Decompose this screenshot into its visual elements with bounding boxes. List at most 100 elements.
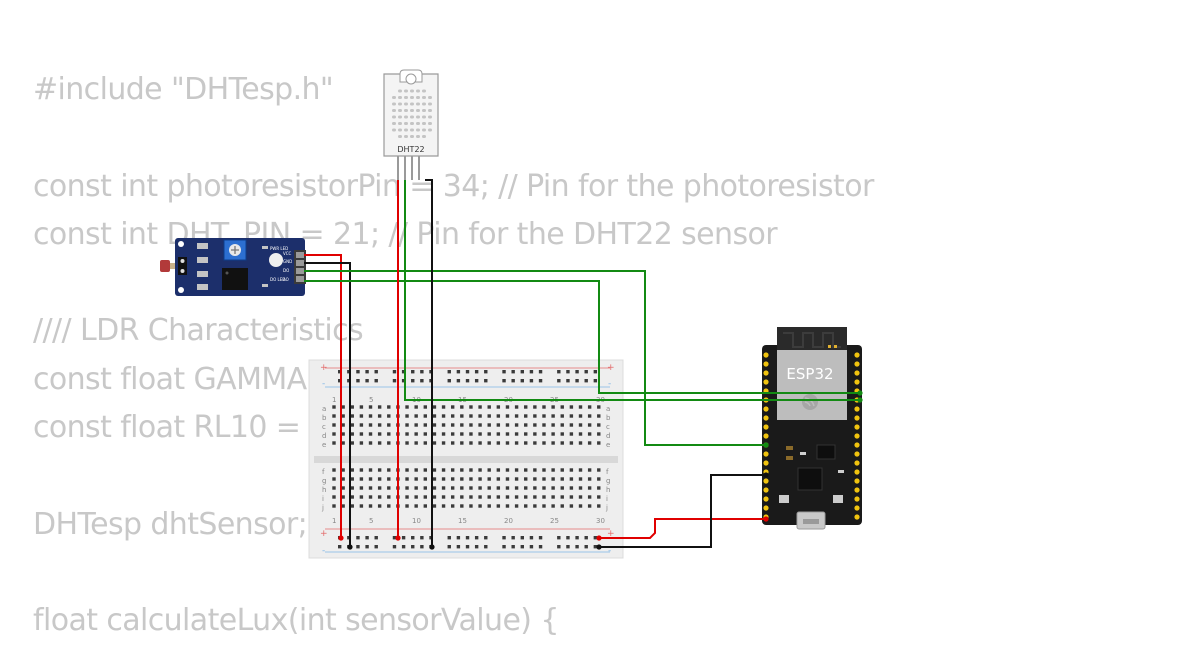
breadboard-hole[interactable] xyxy=(487,468,491,472)
breadboard-hole[interactable] xyxy=(332,414,336,418)
breadboard-hole[interactable] xyxy=(377,468,382,472)
breadboard-hole[interactable] xyxy=(524,432,528,436)
top-rail-hole[interactable] xyxy=(584,370,588,374)
breadboard-hole[interactable] xyxy=(569,486,574,490)
breadboard-hole[interactable] xyxy=(514,441,519,445)
breadboard-hole[interactable] xyxy=(432,504,437,508)
breadboard-hole[interactable] xyxy=(414,441,418,445)
breadboard-hole[interactable] xyxy=(405,495,409,499)
breadboard-hole[interactable] xyxy=(569,495,574,499)
breadboard-hole[interactable] xyxy=(405,432,409,436)
breadboard-hole[interactable] xyxy=(405,441,409,445)
breadboard-hole[interactable] xyxy=(377,486,382,490)
breadboard-hole[interactable] xyxy=(432,414,437,418)
breadboard-hole[interactable] xyxy=(332,504,336,508)
breadboard-hole[interactable] xyxy=(551,468,555,472)
breadboard-hole[interactable] xyxy=(496,414,501,418)
bottom-rail-hole[interactable] xyxy=(502,536,506,540)
breadboard-hole[interactable] xyxy=(478,495,482,499)
bottom-rail-hole[interactable] xyxy=(529,536,534,540)
top-rail-hole[interactable] xyxy=(356,370,360,374)
breadboard-hole[interactable] xyxy=(377,405,382,409)
breadboard-hole[interactable] xyxy=(597,423,601,427)
breadboard-hole[interactable] xyxy=(560,504,564,508)
bottom-rail-hole[interactable] xyxy=(484,536,488,540)
breadboard-hole[interactable] xyxy=(450,405,455,409)
bottom-rail-hole[interactable] xyxy=(566,536,570,540)
breadboard-hole[interactable] xyxy=(587,414,592,418)
esp32-pin-right[interactable] xyxy=(854,406,860,412)
breadboard-hole[interactable] xyxy=(587,486,592,490)
bottom-rail-hole[interactable] xyxy=(456,545,461,549)
bottom-rail-hole[interactable] xyxy=(575,536,579,540)
breadboard-hole[interactable] xyxy=(450,423,455,427)
esp32-pin-left[interactable] xyxy=(763,370,769,376)
breadboard-hole[interactable] xyxy=(359,414,364,418)
breadboard-hole[interactable] xyxy=(414,495,418,499)
top-rail-hole[interactable] xyxy=(392,379,397,383)
bottom-rail-hole[interactable] xyxy=(392,545,397,549)
breadboard-hole[interactable] xyxy=(542,486,546,490)
breadboard-hole[interactable] xyxy=(350,414,354,418)
breadboard-hole[interactable] xyxy=(368,405,373,409)
wire-dht22-gnd[interactable] xyxy=(425,179,433,547)
breadboard-hole[interactable] xyxy=(423,477,427,481)
breadboard-hole[interactable] xyxy=(441,495,446,499)
breadboard-hole[interactable] xyxy=(423,504,427,508)
breadboard-hole[interactable] xyxy=(542,414,546,418)
breadboard-hole[interactable] xyxy=(560,468,564,472)
breadboard-hole[interactable] xyxy=(487,405,491,409)
top-rail-hole[interactable] xyxy=(575,379,579,383)
breadboard-hole[interactable] xyxy=(505,432,510,436)
top-rail-hole[interactable] xyxy=(593,379,598,383)
boot-button[interactable] xyxy=(779,495,789,503)
breadboard-hole[interactable] xyxy=(505,414,510,418)
breadboard-hole[interactable] xyxy=(524,414,528,418)
breadboard-hole[interactable] xyxy=(432,486,437,490)
breadboard-hole[interactable] xyxy=(524,423,528,427)
breadboard-hole[interactable] xyxy=(514,486,519,490)
top-rail-hole[interactable] xyxy=(374,370,378,374)
breadboard-hole[interactable] xyxy=(460,495,464,499)
breadboard-hole[interactable] xyxy=(578,405,583,409)
breadboard-hole[interactable] xyxy=(597,486,601,490)
breadboard-hole[interactable] xyxy=(414,414,418,418)
breadboard-hole[interactable] xyxy=(469,432,473,436)
breadboard-hole[interactable] xyxy=(569,504,574,508)
wire-ldr-gnd[interactable] xyxy=(304,262,351,547)
esp32-pin-right[interactable] xyxy=(854,352,860,358)
bottom-rail-hole[interactable] xyxy=(584,536,588,540)
top-rail-hole[interactable] xyxy=(356,379,360,383)
top-rail-hole[interactable] xyxy=(566,379,570,383)
breadboard-hole[interactable] xyxy=(587,405,592,409)
top-rail-hole[interactable] xyxy=(347,370,351,374)
breadboard-hole[interactable] xyxy=(405,486,409,490)
bottom-rail-hole[interactable] xyxy=(401,536,406,540)
wire-ldr-do[interactable] xyxy=(304,270,766,446)
breadboard-hole[interactable] xyxy=(387,468,391,472)
breadboard-hole[interactable] xyxy=(359,405,364,409)
breadboard-hole[interactable] xyxy=(542,477,546,481)
breadboard-hole[interactable] xyxy=(587,477,592,481)
top-rail-hole[interactable] xyxy=(511,370,515,374)
breadboard-hole[interactable] xyxy=(560,477,564,481)
breadboard-hole[interactable] xyxy=(469,486,473,490)
breadboard-hole[interactable] xyxy=(359,441,364,445)
top-rail-hole[interactable] xyxy=(447,379,451,383)
breadboard-hole[interactable] xyxy=(377,441,382,445)
breadboard-hole[interactable] xyxy=(432,477,437,481)
breadboard-hole[interactable] xyxy=(469,468,473,472)
esp32-pin-left[interactable] xyxy=(763,451,769,457)
breadboard-hole[interactable] xyxy=(514,477,519,481)
breadboard-hole[interactable] xyxy=(597,477,601,481)
breadboard-hole[interactable] xyxy=(414,486,418,490)
breadboard[interactable]: + + - - + + - - 1 5 10 15 20 25 30 1 5 1… xyxy=(308,359,624,559)
top-rail-hole[interactable] xyxy=(401,379,406,383)
breadboard-hole[interactable] xyxy=(332,486,336,490)
breadboard-hole[interactable] xyxy=(524,468,528,472)
breadboard-hole[interactable] xyxy=(405,423,409,427)
bottom-rail-hole[interactable] xyxy=(392,536,397,540)
top-rail-hole[interactable] xyxy=(484,379,488,383)
breadboard-hole[interactable] xyxy=(460,432,464,436)
breadboard-hole[interactable] xyxy=(469,414,473,418)
